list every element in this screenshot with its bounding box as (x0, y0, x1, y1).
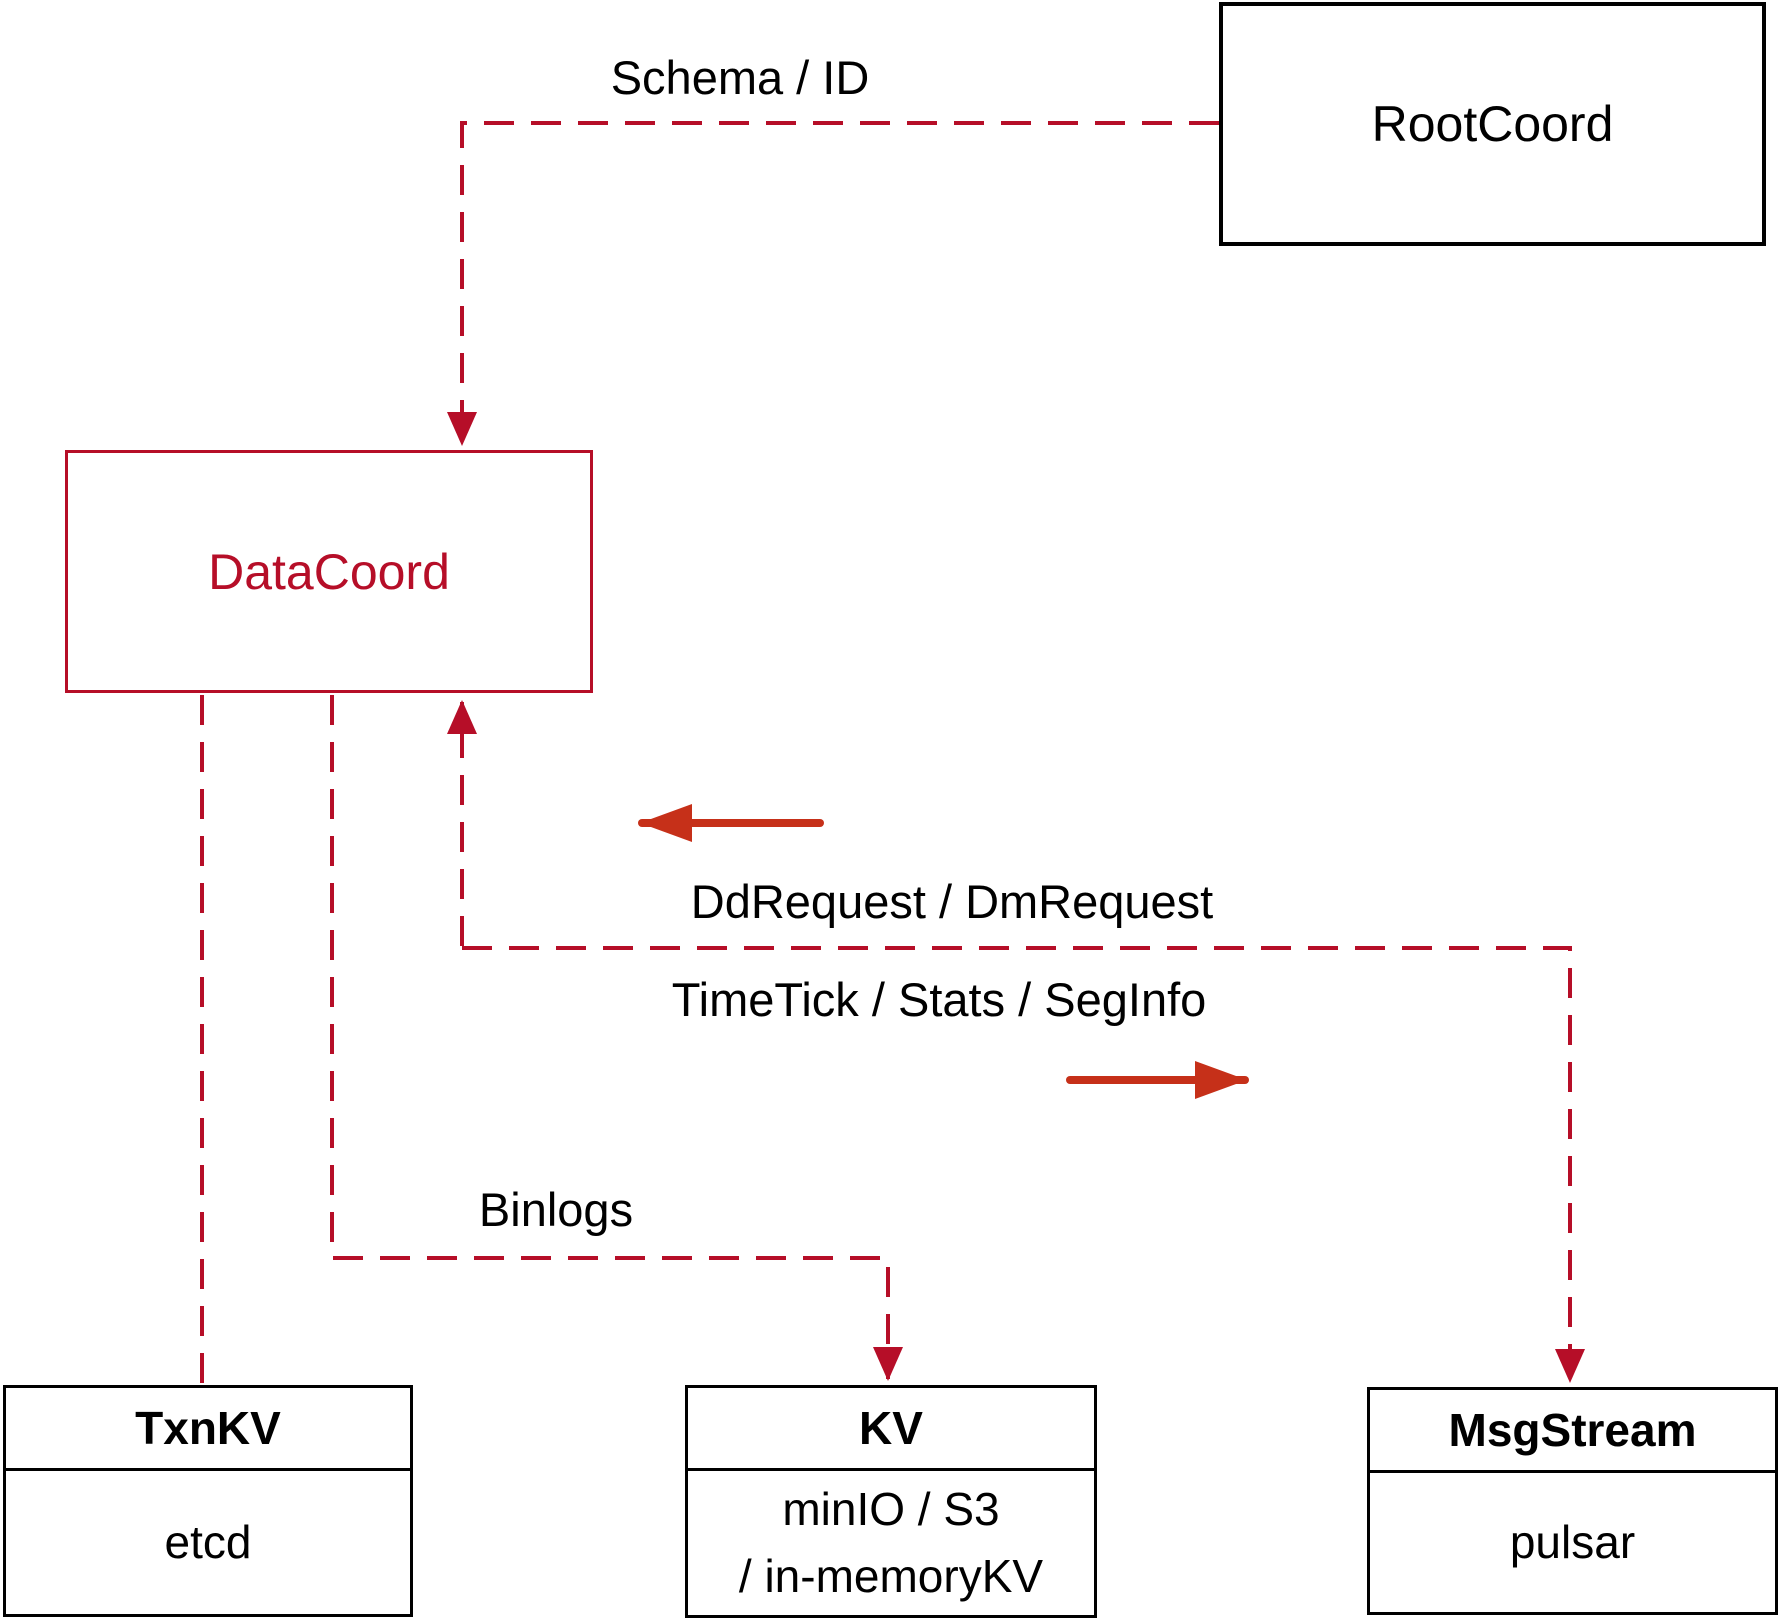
txnkv-title: TxnKV (135, 1402, 281, 1454)
kv-body: minIO / S3 / in-memoryKV (688, 1471, 1094, 1615)
ddrequest-dmrequest-label: DdRequest / DmRequest (690, 875, 1214, 928)
rootcoord-node: RootCoord (1219, 2, 1766, 246)
rootcoord-label: RootCoord (1371, 96, 1614, 152)
msgstream-title-row: MsgStream (1370, 1390, 1775, 1473)
msgstream-body: pulsar (1370, 1473, 1775, 1612)
schema-id-label: Schema / ID (610, 51, 870, 104)
txnkv-title-row: TxnKV (6, 1388, 410, 1471)
kv-title: KV (859, 1402, 923, 1454)
txnkv-node: TxnKV etcd (3, 1385, 413, 1617)
txnkv-body: etcd (6, 1471, 410, 1614)
timetick-stats-seginfo-label: TimeTick / Stats / SegInfo (671, 973, 1207, 1026)
kv-body-line-2: / in-memoryKV (738, 1550, 1044, 1602)
schema-id-connector (447, 121, 1219, 446)
kv-body-line-1: minIO / S3 (782, 1483, 1000, 1536)
msgstream-body-label: pulsar (1509, 1516, 1636, 1569)
binlogs-connector (330, 695, 903, 1381)
msgstream-title: MsgStream (1448, 1404, 1697, 1456)
datacoord-node: DataCoord (65, 450, 593, 693)
kv-node: KV minIO / S3 / in-memoryKV (685, 1385, 1097, 1618)
datacoord-label: DataCoord (208, 543, 450, 600)
kv-title-row: KV (688, 1388, 1094, 1471)
txnkv-body-label: etcd (164, 1516, 252, 1569)
binlogs-label: Binlogs (478, 1183, 634, 1236)
timetick-connector-main (462, 946, 1585, 1383)
msgstream-node: MsgStream pulsar (1367, 1387, 1778, 1615)
